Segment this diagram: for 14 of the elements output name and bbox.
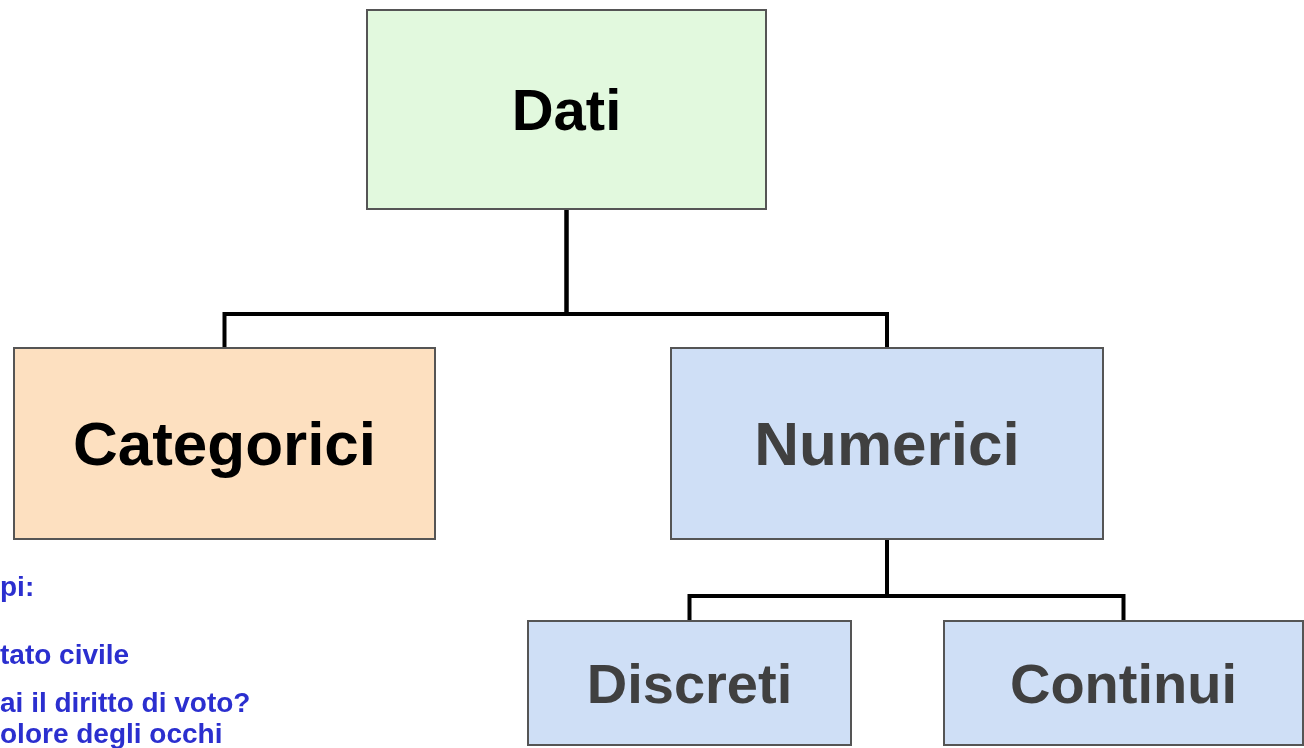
tree-connector <box>564 210 889 347</box>
category-label: Continui <box>1009 650 1237 716</box>
category-label: Numerici <box>754 408 1020 479</box>
category-box <box>527 620 852 746</box>
category-box <box>366 9 767 210</box>
category-box <box>13 347 436 540</box>
category-label: Categorici <box>72 408 377 479</box>
example-item: tato civile <box>0 640 130 671</box>
category-box <box>670 347 1104 540</box>
category-label: Dati <box>511 76 622 143</box>
example-item: ai il diritto di voto? <box>0 688 251 719</box>
category-label: Discreti <box>586 650 793 716</box>
examples-heading: pi: <box>0 572 35 603</box>
category-box <box>943 620 1304 746</box>
